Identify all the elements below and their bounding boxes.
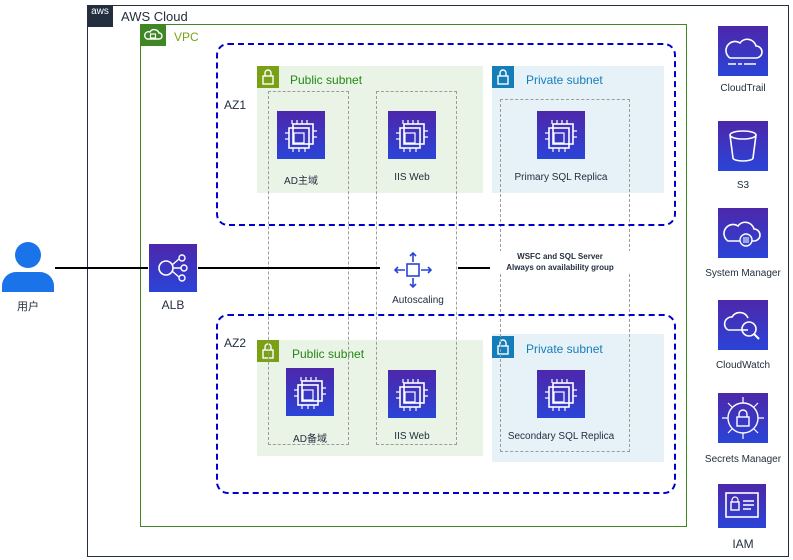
az2-label: AZ2 bbox=[224, 336, 247, 350]
service-label: IAM bbox=[732, 537, 754, 551]
lock-icon bbox=[492, 336, 514, 358]
az2-ad-label: AD备域 bbox=[293, 434, 327, 445]
lock-icon bbox=[257, 66, 279, 88]
secrets-manager-icon bbox=[718, 393, 768, 443]
alb-label: ALB bbox=[161, 298, 185, 312]
aws-cloud-label: AWS Cloud bbox=[121, 9, 188, 24]
az2-public-subnet-label: Public subnet bbox=[292, 347, 365, 361]
iam-icon bbox=[718, 484, 766, 528]
az2-sql-label: Secondary SQL Replica bbox=[507, 431, 615, 442]
az1-public-subnet-label: Public subnet bbox=[290, 73, 363, 87]
vpc-icon bbox=[140, 24, 166, 46]
autoscaling-label: Autoscaling bbox=[392, 295, 444, 306]
ec2-instance-icon bbox=[277, 111, 325, 159]
autoscaling-icon bbox=[393, 252, 433, 288]
aws-logo-text: aws bbox=[91, 6, 109, 17]
ec2-instance-icon bbox=[537, 370, 585, 418]
az2-box bbox=[216, 314, 676, 494]
ec2-instance-icon bbox=[388, 370, 436, 418]
az1-private-subnet-label: Private subnet bbox=[526, 73, 603, 87]
cloudwatch-icon bbox=[718, 300, 768, 350]
service-label: S3 bbox=[736, 180, 750, 191]
lock-icon bbox=[492, 66, 514, 88]
aws-logo-badge: aws bbox=[87, 5, 113, 27]
service-label: Secrets Manager bbox=[704, 454, 782, 465]
service-label: System Manager bbox=[705, 268, 781, 279]
az2-private-subnet-label: Private subnet bbox=[526, 342, 603, 356]
az1-ad-label: AD主域 bbox=[284, 176, 318, 187]
az1-sql-label: Primary SQL Replica bbox=[514, 172, 608, 183]
az2-iis-label: IIS Web bbox=[394, 431, 430, 442]
ec2-instance-icon bbox=[388, 111, 436, 159]
systems-manager-icon bbox=[718, 208, 768, 258]
cloudtrail-icon bbox=[718, 26, 768, 76]
sql-group-box bbox=[500, 99, 630, 452]
az1-box bbox=[216, 43, 676, 226]
service-label: CloudTrail bbox=[720, 83, 766, 94]
az1-iis-label: IIS Web bbox=[394, 172, 430, 183]
ec2-instance-icon bbox=[537, 111, 585, 159]
aws-cloud-frame bbox=[87, 5, 789, 557]
wsfc-line-1: WSFC and SQL Server bbox=[517, 252, 603, 261]
wsfc-caption: WSFC and SQL Server Always on availabili… bbox=[490, 251, 630, 273]
wsfc-line-2: Always on availability group bbox=[506, 263, 614, 272]
vpc-label: VPC bbox=[174, 30, 199, 44]
az1-label: AZ1 bbox=[224, 98, 247, 112]
ec2-instance-icon bbox=[286, 368, 334, 416]
s3-icon bbox=[718, 121, 768, 171]
alb-icon bbox=[149, 244, 197, 292]
vpc-frame bbox=[140, 24, 687, 527]
user-label: 用户 bbox=[17, 301, 39, 313]
user-icon bbox=[0, 236, 56, 292]
service-label: CloudWatch bbox=[715, 360, 771, 371]
